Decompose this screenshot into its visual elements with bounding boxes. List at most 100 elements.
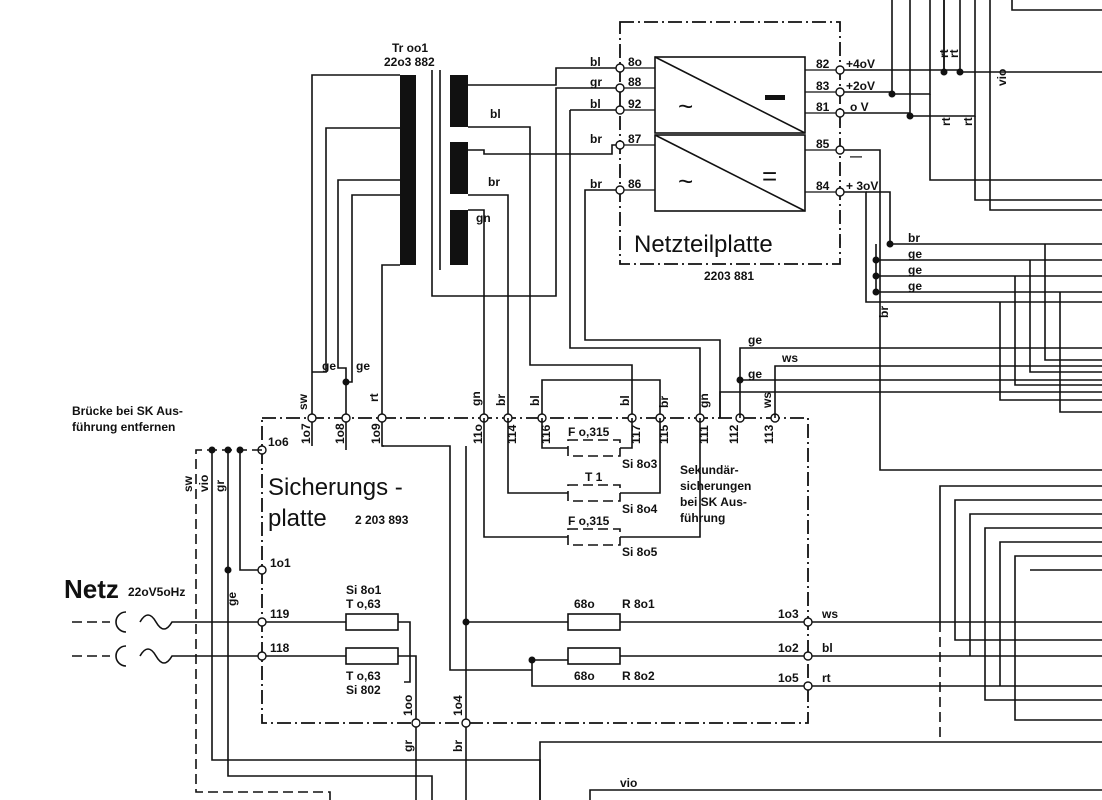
wire-label-gr: gr <box>213 480 227 492</box>
transformer-primary-winding <box>400 75 416 265</box>
fuse-si801-rating: T o,63 <box>346 597 381 611</box>
pin-86: 86 <box>628 177 642 191</box>
pin-114: 114 <box>505 424 519 444</box>
pin-83: 83 <box>816 79 830 93</box>
transformer-secondary-winding <box>450 75 468 127</box>
wire-label-ws: ws <box>781 351 798 365</box>
resistor-r802-body <box>567 647 621 665</box>
pin-100: 1oo <box>401 695 415 716</box>
pin-87: 87 <box>628 132 642 146</box>
wire-label-br: br <box>488 175 500 189</box>
wire-label-br: br <box>451 740 465 752</box>
mains-spec: 22oV5oHz <box>128 585 185 599</box>
wire-label-ge: ge <box>748 367 762 381</box>
fuse-si804-name: Si 8o4 <box>622 502 658 516</box>
wire-label-bl: bl <box>528 395 542 406</box>
fuse-si801: Si 8o1 T o,63 <box>345 583 399 631</box>
converter-block-1 <box>654 56 806 134</box>
ac-symbol: ~ <box>678 166 693 196</box>
resistor-r801-value: 68o <box>574 597 595 611</box>
pin-111: 111 <box>697 425 711 444</box>
wire-label-sw: sw <box>181 475 195 492</box>
pin-102: 1o2 <box>778 641 799 655</box>
wire-label-br: br <box>494 394 508 406</box>
resistor-r802-value: 68o <box>574 669 595 683</box>
fuse-board-top-pins: 1o7 1o8 1o9 11o 114 116 117 115 111 112 … <box>257 333 798 455</box>
pin-82: 82 <box>816 57 830 71</box>
wire-label-ws: ws <box>760 392 774 409</box>
wire-label-ge: ge <box>908 247 922 261</box>
wire-label-bl: bl <box>490 107 501 121</box>
voltage-zero: o V <box>850 100 869 114</box>
wire-label-rt: rt <box>947 49 961 58</box>
wire-label-ge: ge <box>322 359 336 373</box>
pin-107: 1o7 <box>299 423 313 444</box>
pin-106: 1o6 <box>268 435 289 449</box>
fuse-si804-body <box>567 484 621 502</box>
wire-label-rt: rt <box>939 117 953 126</box>
wire-label-bl: bl <box>618 395 632 406</box>
mains-input: Netz 22oV5oHz <box>64 574 262 667</box>
pin-88: 88 <box>628 75 642 89</box>
fuse-si802: T o,63 Si 802 <box>345 647 399 697</box>
fuse-si805: F o,315 Si 8o5 <box>567 514 658 559</box>
wire-label-br: br <box>657 396 671 408</box>
dc-symbol <box>765 95 785 100</box>
resistor-r801-body <box>567 613 621 631</box>
fuse-board-title-2: platte <box>268 505 327 532</box>
pin-115: 115 <box>657 424 671 444</box>
pin-116: 116 <box>539 424 553 444</box>
power-board-number: 2203 881 <box>704 269 754 283</box>
wire-label-vio: vio <box>995 69 1009 86</box>
pin-103: 1o3 <box>778 607 799 621</box>
secondary-fuses-note: Sekundär- sicherungen bei SK Aus- führun… <box>680 463 751 525</box>
wire-label-ge: ge <box>748 333 762 347</box>
wire-label-br: br <box>877 306 891 318</box>
power-board-title: Netzteilplatte <box>634 231 773 258</box>
wire-label-gn: gn <box>469 391 483 406</box>
wire-label-rt: rt <box>937 49 951 58</box>
mains-label: Netz <box>64 574 119 604</box>
wire-label-ge: ge <box>908 263 922 277</box>
wire-label-vio: vio <box>620 776 637 790</box>
wire-label-gr: gr <box>590 75 602 89</box>
resistor-r801-name: R 8o1 <box>622 597 655 611</box>
wire-label-rt: rt <box>961 117 975 126</box>
transformer-secondary-winding <box>450 210 468 265</box>
wire-label-gn: gn <box>697 393 711 408</box>
wire-label-gn: gn <box>476 211 491 225</box>
wire-label-sw: sw <box>296 393 310 410</box>
power-board-outline <box>619 21 841 265</box>
fuse-si804-rating: T 1 <box>585 470 603 484</box>
wire-label-gr: gr <box>401 740 415 752</box>
wire-label-ws: ws <box>821 607 838 621</box>
transformer-number: 22o3 882 <box>384 55 435 69</box>
secondary-note-line4: führung <box>680 511 725 525</box>
resistor-r801: 68o R 8o1 <box>567 597 655 631</box>
bridge-note-line1: Brücke bei SK Aus- <box>72 404 183 418</box>
pin-80: 8o <box>628 55 642 69</box>
power-board: ~ ~ = Netzteilplatte 2203 881 8o 88 92 8… <box>590 21 878 283</box>
fuse-si802-rating: T o,63 <box>346 669 381 683</box>
voltage-plus30: + 3oV <box>846 179 878 193</box>
wire-label-rt: rt <box>367 393 381 402</box>
pin-105: 1o5 <box>778 671 799 685</box>
fuse-si804: T 1 Si 8o4 <box>567 470 658 516</box>
pin-112: 112 <box>727 424 741 444</box>
fuse-si802-body <box>345 647 399 665</box>
transformer: Tr oo1 22o3 882 <box>384 41 468 270</box>
pin-110: 11o <box>471 424 485 444</box>
fuse-si802-name: Si 802 <box>346 683 381 697</box>
wire-label-bl: bl <box>590 55 601 69</box>
pin-104: 1o4 <box>451 695 465 716</box>
wire-label-br: br <box>590 132 602 146</box>
pin-101: 1o1 <box>270 556 291 570</box>
pin-92: 92 <box>628 97 642 111</box>
converter-block-2 <box>654 134 806 212</box>
fuse-board: Sicherungs - platte 2 203 893 <box>261 417 809 724</box>
secondary-note-line2: sicherungen <box>680 479 751 493</box>
dc-symbol: = <box>762 161 777 191</box>
pin-109: 1o9 <box>369 423 383 444</box>
wire-label-br: br <box>590 177 602 191</box>
